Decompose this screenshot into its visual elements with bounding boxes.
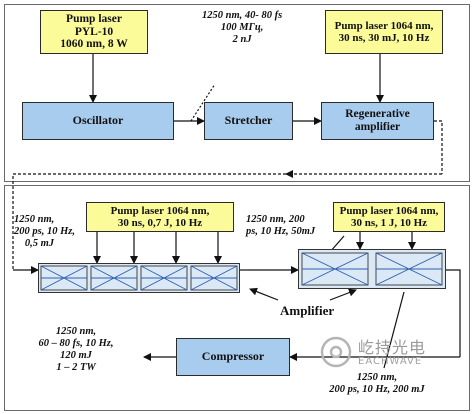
oscillator-label: Oscillator [72, 113, 124, 128]
compressor-label: Compressor [201, 349, 265, 364]
amplifier-label: Amplifier [280, 303, 335, 318]
output-pulse-note: 1250 nm, 60 – 80 fs, 10 Hz, 120 mJ 1 – 2… [20, 326, 132, 374]
pump-laser-amp2-box: Pump laser 1064 nm, 30 ns, 1 J, 10 Hz [333, 202, 445, 232]
pump-laser-pyl10-box: Pump laser PYL-10 1060 nm, 8 W [40, 10, 148, 54]
pump-laser-3-line-1: Pump laser 1064 nm, [110, 204, 210, 217]
amplifier-stage-1-cells [40, 265, 238, 291]
mid-note-line-1: 1250 nm, 200 [246, 214, 305, 225]
pump-laser-2-line-2: 30 ns, 30 mJ, 10 Hz [338, 32, 430, 44]
eachwave-watermark: 屹持光电 EACHWAVE [318, 332, 458, 374]
out-note-line-4: 1 – 2 TW [56, 362, 96, 374]
mid-pulse-note: 1250 nm, 200 ps, 10 Hz, 50mJ [246, 214, 315, 238]
watermark-cn-text: 屹持光电 [358, 338, 427, 357]
pump-laser-amp1-box: Pump laser 1064 nm, 30 ns, 0,7 J, 10 Hz [86, 202, 234, 232]
pump-laser-regen-box: Pump laser 1064 nm, 30 ns, 30 mJ, 10 Hz [325, 10, 443, 54]
pointer-to-bottom-note [383, 291, 405, 369]
top-note-line-1: 1250 nm, 40- 80 fs [202, 10, 283, 21]
regen-line-1: Regenerative [345, 108, 410, 121]
amplifier-stage-2 [298, 249, 446, 289]
pump-laser-3-line-2: 30 ns, 0,7 J, 10 Hz [117, 217, 203, 229]
pump-laser-1-line-3: 1060 nm, 8 W [60, 38, 128, 51]
stretcher-label: Stretcher [224, 113, 273, 128]
amp2-output-line [446, 269, 461, 357]
top-note-line-3: 2 nJ [232, 34, 252, 46]
bottom-pulse-note: 1250 nm, 200 ps, 10 Hz, 200 mJ [322, 372, 432, 396]
amplifier-label-arrow-right [329, 288, 357, 301]
pump-laser-1-line-1: Pump laser [66, 12, 122, 25]
mid-note-line-2: ps, 10 Hz, 50mJ [246, 226, 316, 238]
bottom-note-line-2: 200 ps, 10 Hz, 200 mJ [329, 384, 425, 396]
pump-laser-4-line-1: Pump laser 1064 nm, [339, 204, 439, 217]
oscillator-box: Oscillator [22, 102, 174, 140]
left-note-line-3: 0,5 mJ [24, 238, 54, 250]
regenerative-amplifier-box: Regenerative amplifier [321, 102, 434, 140]
bottom-note-line-1: 1250 nm, [356, 372, 398, 383]
pointer-to-top-note [190, 83, 216, 122]
pump-laser-4-line-2: 30 ns, 1 J, 10 Hz [350, 217, 428, 229]
compressor-box: Compressor [176, 338, 290, 376]
out-note-line-3: 120 mJ [60, 350, 92, 362]
left-note-line-1: 1250 nm, [14, 214, 55, 225]
amplifier-stage-1 [38, 263, 240, 293]
regen-line-2: amplifier [354, 121, 401, 133]
eachwave-logo-icon [320, 336, 352, 368]
watermark-en-text: EACHWAVE [358, 356, 423, 367]
out-note-line-1: 1250 nm, [55, 326, 97, 337]
top-pulse-note: 1250 nm, 40- 80 fs 100 МГц, 2 nJ [202, 10, 282, 46]
stretcher-box: Stretcher [204, 102, 293, 140]
amplifier-label-arrow-left [249, 287, 279, 301]
regen-output-line [434, 120, 443, 174]
top-note-line-2: 100 МГц, [220, 22, 264, 34]
transfer-line [12, 173, 286, 270]
left-note-line-2: 200 ps, 10 Hz, [14, 226, 75, 238]
pump-laser-2-line-1: Pump laser 1064 nm, [334, 19, 434, 32]
out-note-line-2: 60 – 80 fs, 10 Hz, [38, 338, 114, 350]
input-pulse-note: 1250 nm, 200 ps, 10 Hz, 0,5 mJ [14, 214, 75, 250]
pump-laser-1-line-2: PYL-10 [74, 25, 114, 38]
amplifier-stage-2-cells [301, 252, 443, 286]
